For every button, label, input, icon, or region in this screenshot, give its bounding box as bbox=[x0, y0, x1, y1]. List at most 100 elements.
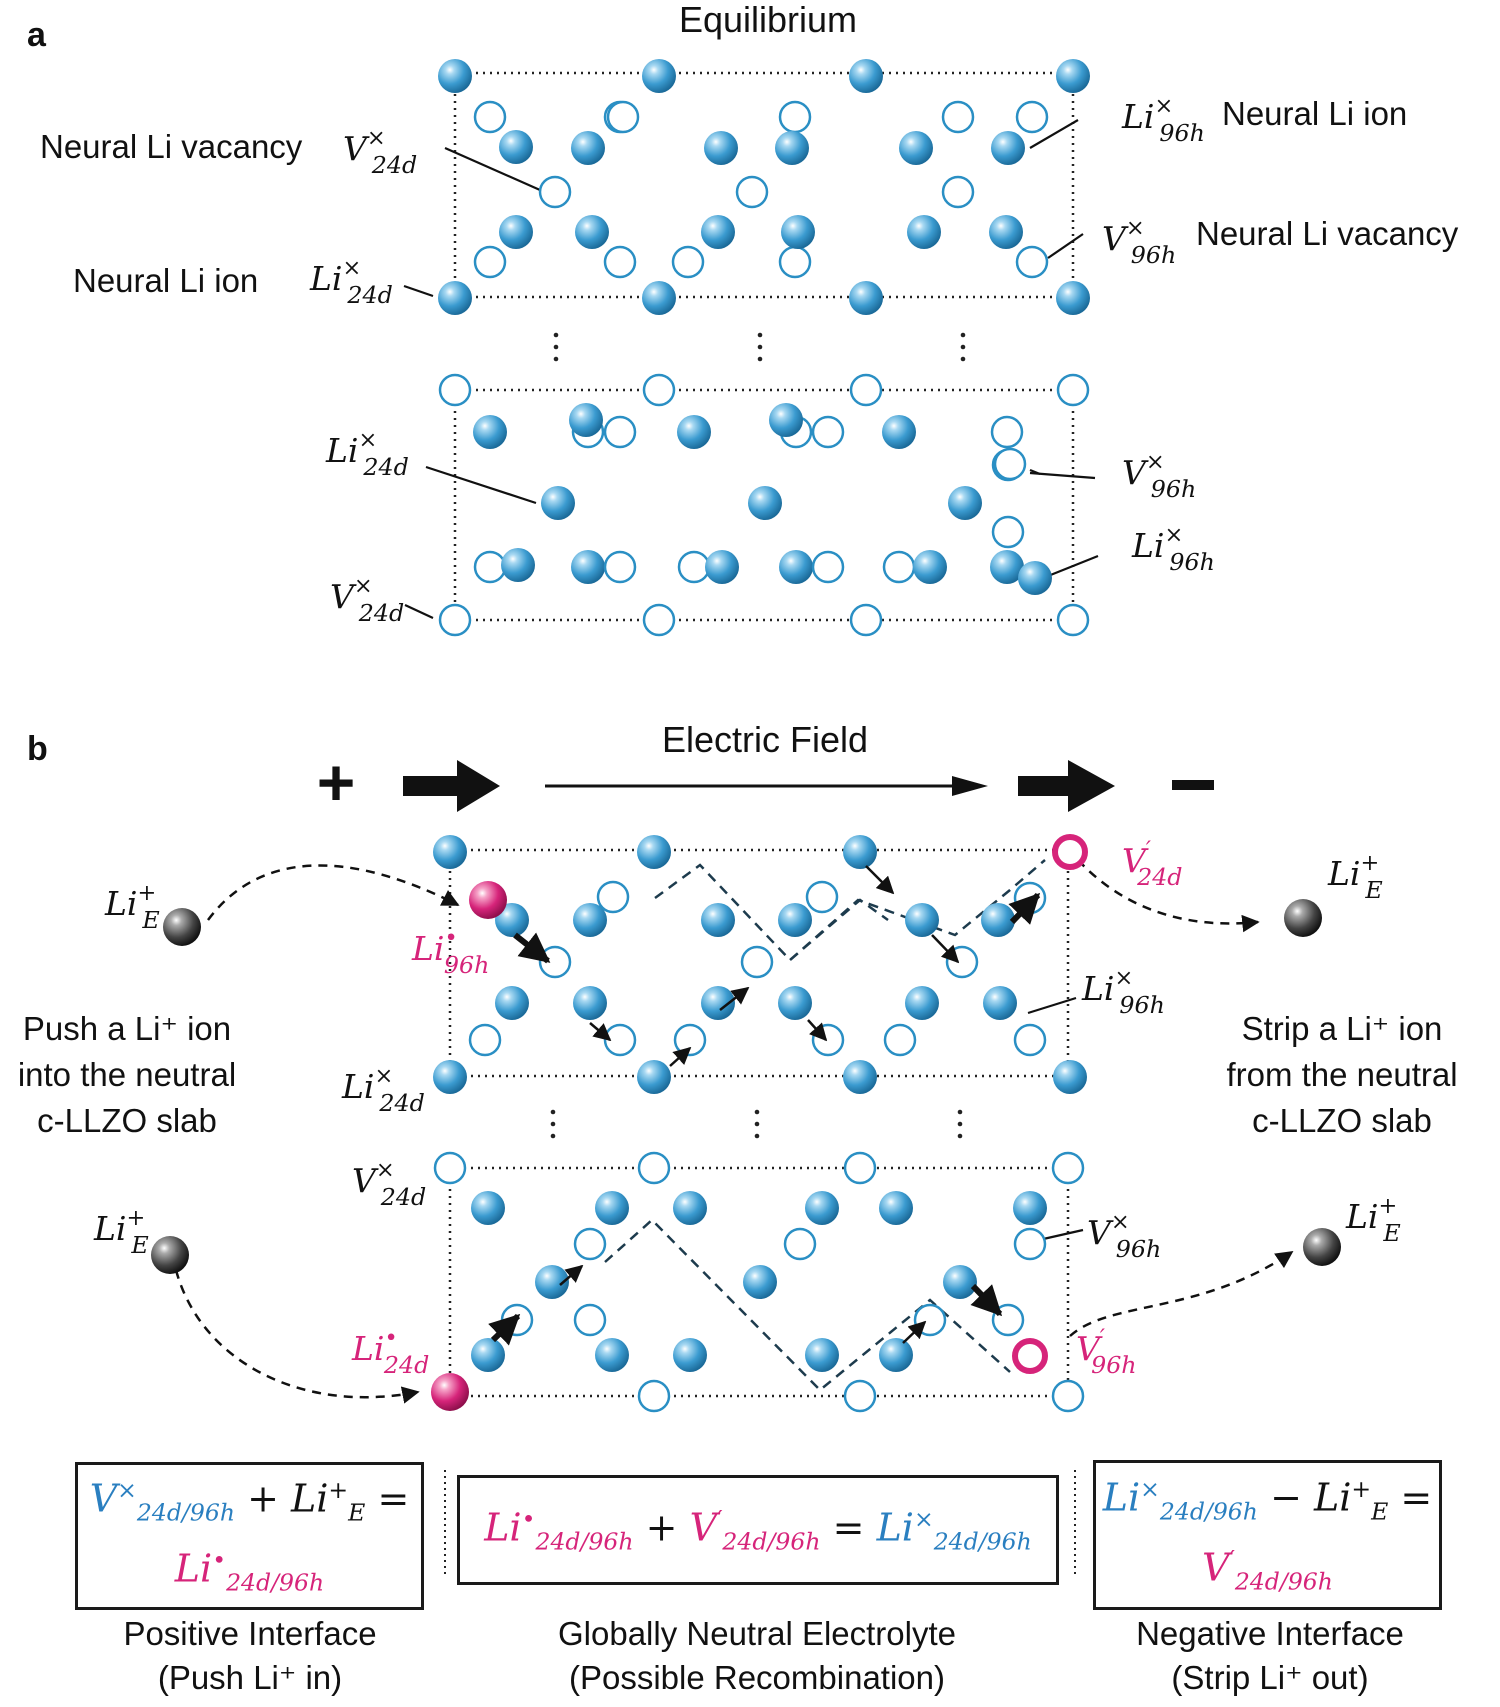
li-ion bbox=[899, 131, 933, 165]
eq-sub: 24d/96h bbox=[1234, 1567, 1333, 1596]
left-text-line: into the neutral bbox=[18, 1056, 236, 1093]
kroger-vink-label: Li×96h bbox=[1131, 522, 1215, 576]
kroger-vink-label: V×96h bbox=[1102, 215, 1176, 269]
li-vacancy bbox=[603, 415, 637, 449]
left-text-line: c-LLZO slab bbox=[37, 1102, 217, 1139]
hop-arrow bbox=[669, 1046, 692, 1067]
li-ion bbox=[501, 548, 535, 582]
kroger-vink-label: Li×24d bbox=[325, 427, 409, 481]
caption-positive: Positive Interface (Push Li⁺ in) bbox=[20, 1612, 480, 1700]
eq-symbol: Li bbox=[291, 1476, 329, 1521]
eq-operator: = bbox=[377, 1476, 410, 1521]
leader-line bbox=[444, 146, 541, 192]
strip-arrow-top bbox=[1077, 859, 1260, 933]
eq-operator: = bbox=[832, 1505, 865, 1550]
leader-line bbox=[425, 465, 537, 505]
li-ion bbox=[677, 415, 711, 449]
eq-symbol: Li bbox=[484, 1505, 522, 1550]
kroger-vink-label: V′96h bbox=[1076, 1325, 1137, 1379]
li-ion bbox=[1018, 561, 1052, 595]
hop-arrow bbox=[807, 1019, 828, 1042]
li-vacancy bbox=[913, 1303, 947, 1337]
li-ion bbox=[673, 1338, 707, 1372]
li-ion bbox=[704, 131, 738, 165]
electrode-transfer-arrows bbox=[174, 859, 1294, 1404]
dot bbox=[757, 344, 763, 350]
field-arrowhead bbox=[952, 776, 988, 796]
li-ion bbox=[775, 131, 809, 165]
label-neutral-vacancy-24d: Neural Li vacancy bbox=[40, 128, 303, 165]
li-ion bbox=[943, 1265, 977, 1299]
li-vacancy bbox=[783, 1227, 817, 1261]
li-vacancy bbox=[843, 1151, 877, 1185]
eq-operator: + bbox=[645, 1505, 678, 1550]
eq-sub: 24d/96h bbox=[933, 1527, 1032, 1556]
dot bbox=[550, 1121, 556, 1127]
li-ion bbox=[879, 1338, 913, 1372]
kroger-vink-label: Li•24d bbox=[351, 1325, 429, 1379]
li-ion bbox=[983, 986, 1017, 1020]
eq-sup: × bbox=[1140, 1474, 1160, 1503]
li-ion bbox=[495, 903, 529, 937]
li-vacancy bbox=[941, 175, 975, 209]
caption-line: (Strip Li⁺ out) bbox=[1171, 1659, 1369, 1696]
li-ion bbox=[438, 59, 472, 93]
li-ion bbox=[595, 1338, 629, 1372]
caption-line: (Possible Recombination) bbox=[568, 1659, 945, 1696]
li-ion bbox=[471, 1191, 505, 1225]
li-ion bbox=[779, 550, 813, 584]
li-ion bbox=[473, 415, 507, 449]
kroger-vink-label: Li×24d bbox=[341, 1063, 425, 1117]
li-vacancy bbox=[438, 603, 472, 637]
li-ion bbox=[573, 903, 607, 937]
li-vacancy bbox=[438, 373, 472, 407]
equation-box-negative: Li×24d/96h − Li+E = V′24d/96h bbox=[1093, 1460, 1442, 1610]
strip-arrow-bottom bbox=[1069, 1250, 1294, 1337]
li-vacancy bbox=[473, 100, 507, 134]
li-ion bbox=[637, 835, 671, 869]
li-vacancy bbox=[990, 415, 1024, 449]
plus-sign: + bbox=[317, 745, 356, 819]
li-ion bbox=[913, 550, 947, 584]
li-vacancy bbox=[468, 1023, 502, 1057]
li-ion bbox=[743, 1265, 777, 1299]
dot bbox=[960, 332, 966, 338]
eq-symbol: V bbox=[689, 1505, 718, 1550]
hopping-path bbox=[789, 859, 1046, 961]
dot bbox=[957, 1121, 963, 1127]
li-vacancy bbox=[1015, 245, 1049, 279]
push-arrow-bottom bbox=[174, 1269, 420, 1404]
li-ion bbox=[499, 215, 533, 249]
eq-sup: + bbox=[1351, 1474, 1372, 1503]
hop-arrow bbox=[970, 1283, 1003, 1317]
li-ion bbox=[433, 835, 467, 869]
li-ion bbox=[990, 550, 1024, 584]
li-ion bbox=[1053, 1060, 1087, 1094]
li-ion bbox=[843, 1060, 877, 1094]
hop-arrow bbox=[589, 1022, 612, 1042]
eq-operator: = bbox=[1400, 1475, 1433, 1520]
dot bbox=[553, 332, 559, 338]
li-vacancy bbox=[1015, 100, 1049, 134]
li-ion bbox=[905, 903, 939, 937]
right-text-line: c-LLZO slab bbox=[1252, 1102, 1432, 1139]
dot bbox=[754, 1109, 760, 1115]
li-vacancy bbox=[677, 550, 711, 584]
li-vacancy bbox=[538, 175, 572, 209]
kroger-vink-label: Li+E bbox=[1345, 1193, 1401, 1247]
leader-line bbox=[1047, 554, 1099, 578]
li-vacancy bbox=[735, 175, 769, 209]
label-neutral-vacancy-96h: Neural Li vacancy bbox=[1196, 215, 1459, 252]
li-ion bbox=[849, 59, 883, 93]
li-vacancy bbox=[883, 1023, 917, 1057]
hopping-path bbox=[604, 1218, 1011, 1392]
kroger-vink-label: Li+E bbox=[93, 1205, 149, 1259]
li-vacancy bbox=[1013, 881, 1047, 915]
eq-sup: × bbox=[117, 1475, 137, 1504]
li-ion bbox=[907, 215, 941, 249]
hopping-path bbox=[654, 863, 889, 962]
charged-li-ion bbox=[431, 1373, 469, 1411]
li-vacancy bbox=[433, 1151, 467, 1185]
eq-symbol: V bbox=[1202, 1545, 1230, 1590]
li-vacancy bbox=[642, 373, 676, 407]
